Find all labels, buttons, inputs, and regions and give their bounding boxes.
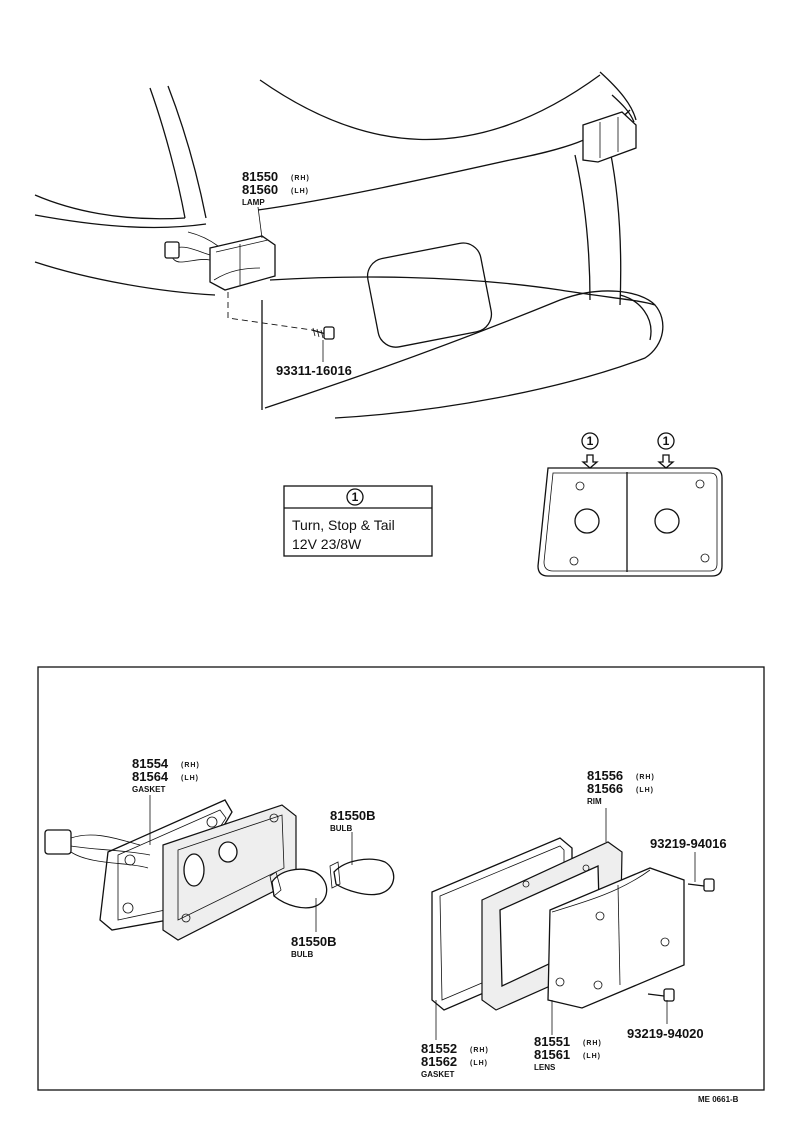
rim-side-rh: (RH) xyxy=(636,774,655,781)
gasket-rear-side-rh: (RH) xyxy=(181,762,200,769)
right-side-lamp xyxy=(582,111,637,163)
lamp-81550-label: 81550 (RH) 81560 (LH) LAMP xyxy=(242,169,310,207)
bulb-upper-pn: 81550B xyxy=(330,808,376,823)
face-marker-left: 1 xyxy=(587,434,594,448)
bulb-lower-pn: 81550B xyxy=(291,934,337,949)
bulb-socket-right xyxy=(654,508,680,534)
left-lamp-assembly xyxy=(164,231,276,291)
lens-name: LENS xyxy=(534,1063,556,1072)
arrow-down-icon xyxy=(581,454,599,469)
bulb-socket-left xyxy=(574,508,600,534)
face-marker-right-circle xyxy=(657,432,675,450)
leader-lines xyxy=(149,795,696,1040)
gasket-rear-name: GASKET xyxy=(132,785,165,794)
gasket-rear-side-lh: (LH) xyxy=(181,775,199,782)
exploded-view-frame xyxy=(37,666,765,1091)
screw-93311-label: 93311-16016 xyxy=(276,363,352,378)
face-marker-right: 1 xyxy=(663,434,670,448)
lamp-housing-illustration xyxy=(162,804,297,941)
bulb-legend: 1 Turn, Stop & Tail 12V 23/8W xyxy=(283,485,433,557)
legend-marker: 1 xyxy=(352,490,359,504)
lens-pn-rh: 81551 xyxy=(534,1034,570,1049)
gasket-81554-label: 81554 (RH) 81564 (LH) GASKET xyxy=(132,756,200,794)
bulb-upper-label: 81550B BULB xyxy=(330,808,376,833)
arrow-down-icon xyxy=(657,454,675,469)
lens-pn-lh: 81561 xyxy=(534,1047,570,1062)
legend-marker-circle xyxy=(346,488,364,506)
gasket-rear-pn-lh: 81564 xyxy=(132,769,169,784)
bulb-lower-icon xyxy=(269,868,328,909)
gasket-front-side-rh: (RH) xyxy=(470,1047,489,1054)
gasket-rear-pn-rh: 81554 xyxy=(132,756,169,771)
screw-lower-icon xyxy=(647,988,675,1002)
gasket-81552-label: 81552 (RH) 81562 (LH) GASKET xyxy=(421,1041,489,1079)
gasket-front-pn-rh: 81552 xyxy=(421,1041,457,1056)
rim-81556-label: 81556 (RH) 81566 (LH) RIM xyxy=(587,768,655,806)
vehicle-rear-illustration xyxy=(34,71,664,419)
lens-side-rh: (RH) xyxy=(583,1040,602,1047)
bulb-upper-icon xyxy=(329,858,395,896)
lens-81551-label: 81551 (RH) 81561 (LH) LENS xyxy=(534,1034,602,1072)
lamp-side-lh: (LH) xyxy=(291,188,309,195)
screw-94020-label: 93219-94020 xyxy=(627,1026,704,1041)
lamp-face-view: 1 1 xyxy=(537,432,723,577)
lamp-pn-lh: 81560 xyxy=(242,182,278,197)
lamp-side-rh: (RH) xyxy=(291,175,310,182)
rim-name: RIM xyxy=(587,797,602,806)
legend-line-1: Turn, Stop & Tail xyxy=(292,517,395,533)
bulb-lower-name: BULB xyxy=(291,950,313,959)
lens-illustration xyxy=(547,867,685,1009)
lens-side-lh: (LH) xyxy=(583,1053,601,1060)
bulb-lower-label: 81550B BULB xyxy=(291,934,337,959)
figure-reference: ME 0661-B xyxy=(698,1095,739,1104)
gasket-front-pn-lh: 81562 xyxy=(421,1054,457,1069)
bulb-upper-name: BULB xyxy=(330,824,352,833)
screw-upper-icon xyxy=(687,878,715,892)
face-marker-left-circle xyxy=(581,432,599,450)
connector-icon xyxy=(44,829,72,855)
legend-line-2: 12V 23/8W xyxy=(292,536,362,552)
screw-94016-label: 93219-94016 xyxy=(650,836,727,851)
gasket-front-name: GASKET xyxy=(421,1070,454,1079)
lamp-pn-rh: 81550 xyxy=(242,169,278,184)
gasket-front-side-lh: (LH) xyxy=(470,1060,488,1067)
rim-pn-rh: 81556 xyxy=(587,768,623,783)
rim-pn-lh: 81566 xyxy=(587,781,623,796)
lamp-name: LAMP xyxy=(242,198,265,207)
rim-side-lh: (LH) xyxy=(636,787,654,794)
screw-93311-icon xyxy=(311,326,335,340)
